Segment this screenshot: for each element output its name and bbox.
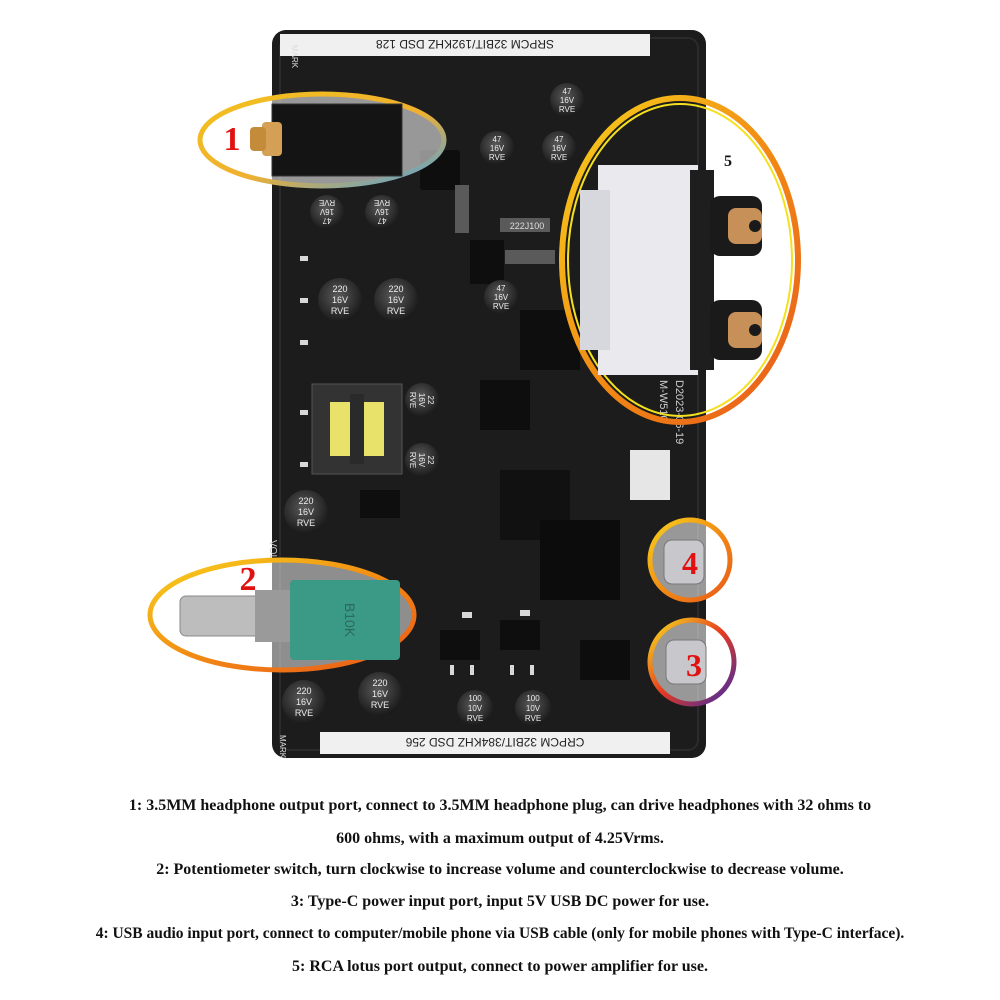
mark-label-top: MARK: [290, 45, 299, 69]
svg-text:16V: 16V: [372, 689, 388, 699]
svg-text:16V: 16V: [319, 207, 334, 216]
caption-1-line-2: 600 ohms, with a maximum output of 4.25V…: [336, 830, 664, 847]
svg-text:RVE: RVE: [551, 153, 567, 162]
inductor: [311, 383, 403, 475]
svg-text:RVE: RVE: [387, 306, 405, 316]
cap-47-e: 47 16V RVE: [365, 195, 399, 229]
pot-label: B10K: [342, 603, 358, 638]
svg-text:16V: 16V: [417, 453, 426, 468]
svg-text:100: 100: [526, 694, 540, 703]
callout-5-number: 5: [724, 153, 732, 170]
svg-text:47: 47: [497, 284, 506, 293]
svg-text:16V: 16V: [417, 393, 426, 408]
svg-text:100: 100: [468, 694, 482, 703]
cap-47-d: 47 16V RVE: [310, 195, 344, 229]
svg-text:47: 47: [322, 216, 331, 225]
svg-text:220: 220: [296, 686, 311, 696]
vol-label: VOL: [267, 540, 278, 560]
callout-1-number: 1: [224, 121, 241, 158]
caption-5: 5: RCA lotus port output, connect to pow…: [292, 958, 708, 975]
svg-text:16V: 16V: [298, 507, 314, 517]
callout-4: 4: [647, 517, 733, 603]
callout-4-number: 4: [682, 545, 698, 581]
svg-text:16V: 16V: [490, 144, 505, 153]
svg-text:RVE: RVE: [408, 452, 417, 468]
cap-22-a: 22 16V RVE: [405, 383, 439, 417]
cap-220-e: 220 16V RVE: [358, 672, 402, 716]
svg-text:10V: 10V: [468, 704, 483, 713]
caption-2: 2: Potentiometer switch, turn clockwise …: [156, 861, 844, 878]
svg-text:RVE: RVE: [493, 302, 509, 311]
svg-text:47: 47: [563, 87, 572, 96]
cap-220-c: 220 16V RVE: [284, 490, 328, 534]
callout-2-number: 2: [240, 561, 257, 598]
cap-47-a: 47 16V RVE: [480, 131, 514, 165]
svg-text:22: 22: [426, 396, 435, 405]
svg-text:16V: 16V: [296, 697, 312, 707]
cap-100-a: 100 10V RVE: [457, 690, 493, 726]
svg-text:220: 220: [298, 496, 313, 506]
svg-text:10V: 10V: [526, 704, 541, 713]
cap-220-a: 220 16V RVE: [318, 278, 362, 322]
resistor-block: 222J100: [455, 185, 555, 264]
cap-47-f: 47 16V RVE: [484, 280, 518, 314]
svg-text:16V: 16V: [552, 144, 567, 153]
svg-text:220: 220: [332, 284, 347, 294]
caption-4: 4: USB audio input port, connect to comp…: [95, 925, 905, 942]
cap-220-b: 220 16V RVE: [374, 278, 418, 322]
power-port: [665, 639, 707, 685]
cap-47-b: 47 16V RVE: [542, 131, 576, 165]
smd-white-pads: [300, 256, 534, 675]
caption-3: 3: Type-C power input port, input 5V USB…: [290, 893, 710, 910]
headphone-jack: [250, 103, 403, 177]
model-code: M-W510: [657, 380, 669, 422]
smd-components: [360, 150, 670, 680]
svg-text:16V: 16V: [332, 295, 348, 305]
svg-text:RVE: RVE: [467, 714, 483, 723]
caption-1-line-1: 1: 3.5MM headphone output port, connect …: [128, 797, 872, 814]
svg-text:220: 220: [388, 284, 403, 294]
svg-text:RVE: RVE: [525, 714, 541, 723]
svg-text:22: 22: [426, 456, 435, 465]
svg-text:RVE: RVE: [297, 518, 315, 528]
callout-3: 3: [647, 617, 737, 707]
svg-text:220: 220: [372, 678, 387, 688]
board-figure: SRPCM 32BIT/192KHZ DSD 128 MARK CRPCM 32…: [147, 30, 801, 759]
svg-text:RVE: RVE: [295, 708, 313, 718]
svg-text:RVE: RVE: [559, 105, 575, 114]
callout-5: 5: [559, 95, 801, 425]
silk-bottom-text: CRPCM 32BIT/384KHZ DSD 256: [405, 735, 584, 749]
svg-text:RVE: RVE: [408, 392, 417, 408]
svg-text:16V: 16V: [494, 293, 509, 302]
silk-bottom-strip: CRPCM 32BIT/384KHZ DSD 256: [320, 732, 670, 754]
potentiometer: B10K: [179, 580, 400, 660]
resistor-label: 222J100: [510, 221, 545, 231]
cap-47-c: 47 16V RVE: [550, 83, 584, 117]
svg-text:RVE: RVE: [319, 198, 335, 207]
svg-text:47: 47: [377, 216, 386, 225]
cap-220-d: 220 16V RVE: [282, 680, 326, 724]
silk-top-text: SRPCM 32BIT/192KHZ DSD 128: [376, 37, 554, 51]
date-code: D2023-06-19: [673, 380, 685, 444]
cap-22-b: 22 16V RVE: [405, 443, 439, 477]
svg-text:RVE: RVE: [331, 306, 349, 316]
svg-text:RVE: RVE: [371, 700, 389, 710]
svg-text:47: 47: [493, 135, 502, 144]
svg-text:16V: 16V: [560, 96, 575, 105]
svg-text:RVE: RVE: [374, 198, 390, 207]
svg-text:16V: 16V: [374, 207, 389, 216]
svg-text:16V: 16V: [388, 295, 404, 305]
cap-100-b: 100 10V RVE: [515, 690, 551, 726]
silk-top-strip: SRPCM 32BIT/192KHZ DSD 128: [280, 34, 650, 56]
svg-text:47: 47: [555, 135, 564, 144]
rca-connectors: [580, 165, 762, 375]
callout-2: B10K 2: [147, 557, 417, 673]
callout-3-number: 3: [686, 647, 702, 683]
usb-audio-port: [663, 539, 705, 585]
svg-text:RVE: RVE: [489, 153, 505, 162]
mark-label-bottom: MARK: [278, 735, 287, 759]
callout-1: 1: [197, 91, 447, 189]
